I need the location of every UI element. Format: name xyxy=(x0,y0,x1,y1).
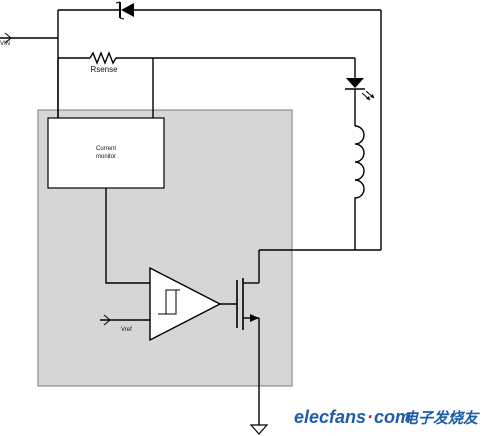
watermark-site: elecfans xyxy=(294,407,366,427)
watermark-cn: 电子发烧友 xyxy=(403,409,480,427)
current-monitor-block: Current monitor xyxy=(47,117,165,189)
watermark-tld: com xyxy=(374,407,411,427)
mosfet xyxy=(236,278,260,425)
current-monitor-label-line2: monitor xyxy=(96,154,116,160)
inductor xyxy=(354,125,365,250)
comparator xyxy=(149,266,222,342)
monitor-output-wire xyxy=(105,188,150,284)
vref-label: Vref xyxy=(121,327,132,333)
schottky-diode xyxy=(115,1,134,20)
ground-icon xyxy=(249,424,269,435)
current-monitor-label-line1: Current xyxy=(96,146,116,152)
vref-terminal: Vref xyxy=(100,314,150,333)
rsense-resistor: Rsense xyxy=(58,51,355,74)
watermark-logo: elecfans · com 电子发烧友 xyxy=(294,407,480,427)
led xyxy=(345,58,375,126)
vin-terminal: VIN xyxy=(0,32,58,47)
vin-label: VIN xyxy=(0,41,10,47)
rsense-label: Rsense xyxy=(90,65,118,74)
watermark-dot: · xyxy=(367,407,373,427)
